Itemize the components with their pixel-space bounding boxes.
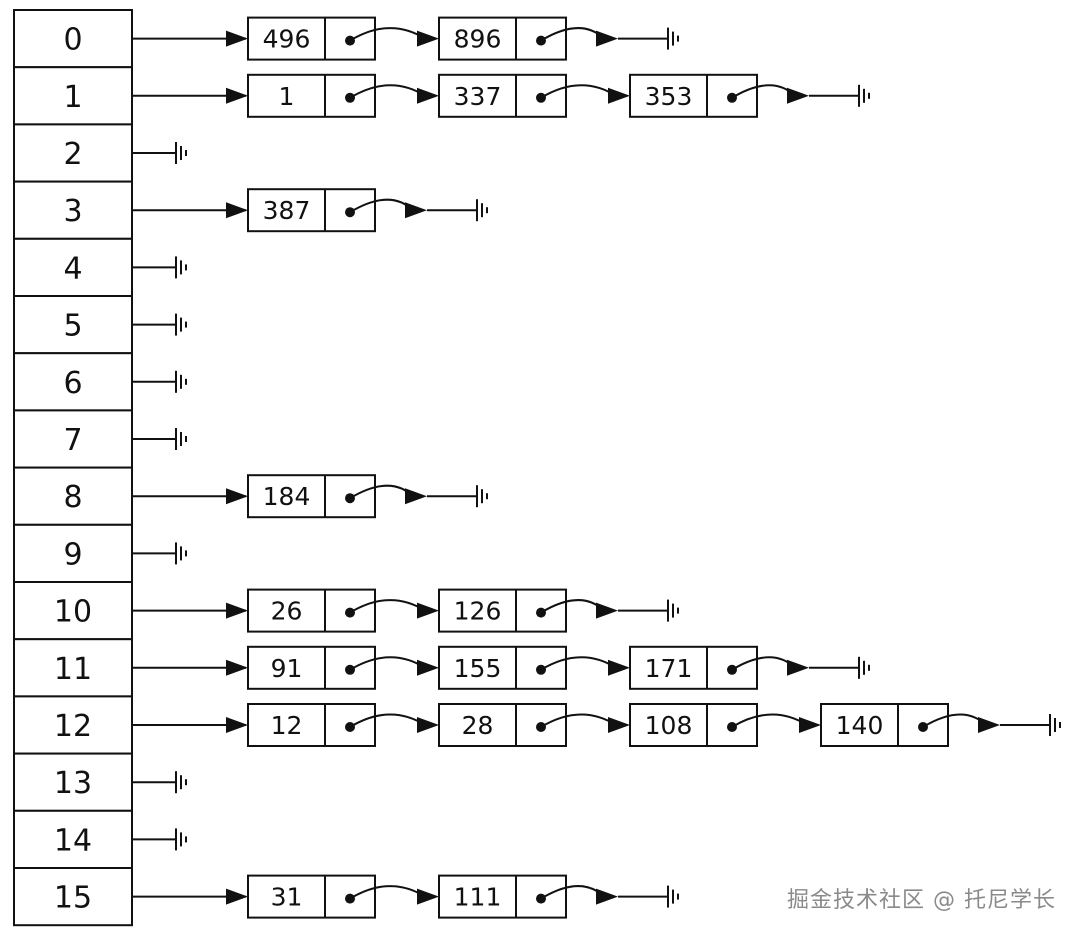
arrow-head-icon xyxy=(226,717,248,733)
arrow-head-icon xyxy=(608,660,630,676)
list-node xyxy=(248,75,375,117)
list-node-value: 111 xyxy=(454,883,502,912)
arrow-head-icon xyxy=(417,660,439,676)
list-node-value: 91 xyxy=(271,654,303,683)
bucket-index-label: 15 xyxy=(54,881,92,916)
arrow-head-icon xyxy=(405,202,427,218)
arrow-head-icon xyxy=(226,88,248,104)
arrow-head-icon xyxy=(799,717,821,733)
list-node-value: 337 xyxy=(454,82,502,111)
bucket-index-label: 5 xyxy=(63,309,82,344)
bucket-index-label: 2 xyxy=(63,137,82,172)
arrow-head-icon xyxy=(417,88,439,104)
arrow-head-icon xyxy=(226,660,248,676)
watermark-text: 掘金技术社区 @ 托尼学长 xyxy=(787,882,1056,914)
list-node-value: 108 xyxy=(645,711,693,740)
arrow-head-icon xyxy=(226,488,248,504)
list-node-value: 26 xyxy=(271,597,303,626)
list-node-value: 140 xyxy=(836,711,884,740)
arrow-head-icon xyxy=(417,717,439,733)
arrow-head-icon xyxy=(608,717,630,733)
arrow-head-icon xyxy=(405,488,427,504)
bucket-index-label: 7 xyxy=(63,423,82,458)
arrow-head-icon xyxy=(596,889,618,905)
bucket-index-label: 10 xyxy=(54,595,92,630)
arrow-head-icon xyxy=(417,31,439,47)
arrow-head-icon xyxy=(417,889,439,905)
bucket-index-label: 1 xyxy=(63,80,82,115)
bucket-index-label: 8 xyxy=(63,480,82,515)
list-node-value: 387 xyxy=(263,196,311,225)
bucket-index-label: 4 xyxy=(63,251,82,286)
arrow-head-icon xyxy=(226,889,248,905)
arrow-head-icon xyxy=(226,603,248,619)
bucket-index-label: 14 xyxy=(54,823,92,858)
arrow-head-icon xyxy=(978,717,1000,733)
list-node-value: 171 xyxy=(645,654,693,683)
bucket-index-label: 13 xyxy=(54,766,92,801)
list-node xyxy=(248,590,375,632)
arrow-head-icon xyxy=(787,660,809,676)
list-node-value: 12 xyxy=(271,711,303,740)
list-node xyxy=(248,704,375,746)
list-node xyxy=(248,647,375,689)
list-node-value: 126 xyxy=(454,597,502,626)
list-node-value: 353 xyxy=(645,82,693,111)
bucket-index-label: 11 xyxy=(54,652,92,687)
arrow-head-icon xyxy=(596,603,618,619)
list-node-value: 496 xyxy=(263,25,311,54)
arrow-head-icon xyxy=(226,202,248,218)
bucket-index-label: 12 xyxy=(54,709,92,744)
arrow-head-icon xyxy=(787,88,809,104)
list-node-value: 28 xyxy=(462,711,494,740)
list-node-value: 184 xyxy=(263,482,311,511)
list-node-value: 31 xyxy=(271,883,303,912)
bucket-index-label: 0 xyxy=(63,23,82,58)
bucket-index-label: 6 xyxy=(63,366,82,401)
list-node-value: 1 xyxy=(279,82,295,111)
arrow-head-icon xyxy=(608,88,630,104)
bucket-index-label: 3 xyxy=(63,194,82,229)
arrow-head-icon xyxy=(596,31,618,47)
arrow-head-icon xyxy=(417,603,439,619)
list-node xyxy=(439,704,566,746)
list-node xyxy=(248,876,375,918)
list-node-value: 896 xyxy=(454,25,502,54)
list-node-value: 155 xyxy=(454,654,502,683)
arrow-head-icon xyxy=(226,31,248,47)
bucket-index-label: 9 xyxy=(63,537,82,572)
